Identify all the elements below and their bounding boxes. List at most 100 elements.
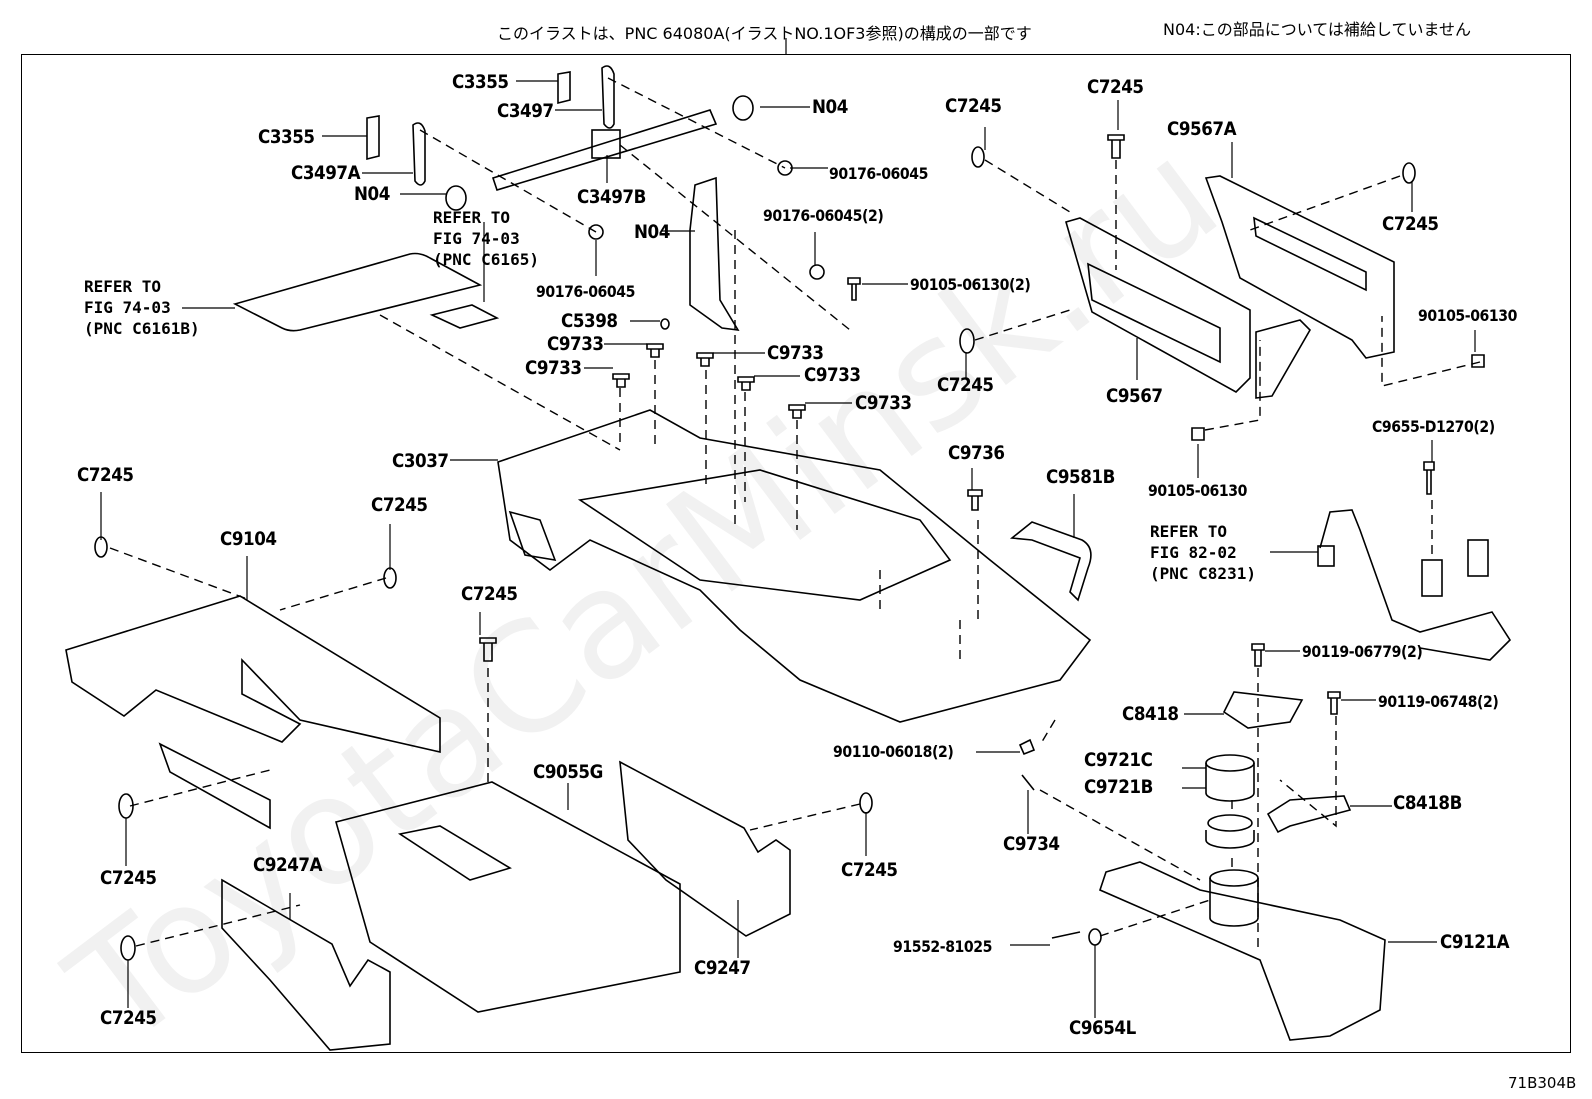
- label-c3497[interactable]: C3497: [497, 100, 554, 122]
- label-90176-06045-a[interactable]: 90176-06045: [829, 164, 928, 183]
- c3037-floor: [577, 469, 952, 601]
- label-c9733-4[interactable]: C9733: [804, 364, 861, 386]
- label-90105-06130-c[interactable]: 90105-06130: [1418, 306, 1517, 325]
- label-90105-06130-b[interactable]: 90105-06130: [1148, 481, 1247, 500]
- label-c7245-g[interactable]: C7245: [461, 583, 518, 605]
- assembly-lines: [109, 77, 1481, 948]
- mat-c6161b: [232, 252, 483, 332]
- bolt-90105-c: [1471, 354, 1485, 368]
- harness-connector: [1317, 545, 1335, 567]
- label-c9247[interactable]: C9247: [694, 957, 751, 979]
- leader-lines: [100, 80, 1476, 1018]
- label-c9734[interactable]: C9734: [1003, 833, 1060, 855]
- c9121a-base: [1099, 861, 1386, 1041]
- n04-cap-left: [445, 185, 467, 211]
- label-c9581b[interactable]: C9581B: [1046, 466, 1115, 488]
- c9736-clip: [967, 489, 983, 511]
- nut-90176-c: [588, 224, 604, 240]
- label-c9121a[interactable]: C9121A: [1440, 931, 1510, 953]
- label-c7245-j[interactable]: C7245: [100, 1007, 157, 1029]
- bolt-90110: [1018, 738, 1036, 756]
- c3497b-rail: [491, 109, 718, 191]
- label-c9567[interactable]: C9567: [1106, 385, 1163, 407]
- label-c3355-left[interactable]: C3355: [258, 126, 315, 148]
- label-90105-06130-a[interactable]: 90105-06130(2): [910, 275, 1031, 294]
- label-c9736[interactable]: C9736: [948, 442, 1005, 464]
- label-c9654l[interactable]: C9654L: [1069, 1017, 1136, 1039]
- label-n04-left[interactable]: N04: [354, 183, 390, 205]
- c9721c-body: [1205, 763, 1255, 802]
- label-c7245-d[interactable]: C7245: [937, 374, 994, 396]
- c3497-pin: [601, 65, 615, 129]
- bolt-90105-b: [1191, 427, 1205, 441]
- c9654l-washer: [1088, 928, 1102, 946]
- c9104-lower: [158, 742, 271, 830]
- label-90110-06018[interactable]: 90110-06018(2): [833, 742, 954, 761]
- label-90119-06748[interactable]: 90119-06748(2): [1378, 692, 1499, 711]
- label-c9733-5[interactable]: C9733: [855, 392, 912, 414]
- label-c8418b[interactable]: C8418B: [1393, 792, 1462, 814]
- ref-fig-74-03-c6161b: REFER TO FIG 74-03 (PNC C6161B): [84, 277, 200, 338]
- c3497b-block: [591, 129, 621, 159]
- nut-90176-b: [809, 264, 825, 280]
- label-c7245-e[interactable]: C7245: [77, 464, 134, 486]
- label-c3497a[interactable]: C3497A: [291, 162, 361, 184]
- harness-c8231: [1319, 509, 1512, 661]
- label-c9104[interactable]: C9104: [220, 528, 277, 550]
- label-n04-top[interactable]: N04: [812, 96, 848, 118]
- figure-code: 71B304B: [1508, 1074, 1577, 1092]
- c9581b-handle: [1009, 521, 1092, 602]
- c9734-pin: [1021, 774, 1035, 791]
- label-c9721c[interactable]: C9721C: [1084, 749, 1153, 771]
- n04-bracket: [689, 176, 740, 331]
- label-c7245-i[interactable]: C7245: [100, 867, 157, 889]
- label-90176-06045-b[interactable]: 90176-06045(2): [763, 206, 884, 225]
- n04-cap-top: [732, 95, 754, 121]
- c3037-tray: [497, 409, 1092, 723]
- label-c3497b[interactable]: C3497B: [577, 186, 646, 208]
- c9721c-top: [1205, 754, 1255, 772]
- ref-fig-74-03-c6165: REFER TO FIG 74-03 (PNC C6165): [433, 208, 539, 269]
- label-90176-06045-c[interactable]: 90176-06045: [536, 282, 635, 301]
- label-c7245-f[interactable]: C7245: [371, 494, 428, 516]
- label-c3355-top[interactable]: C3355: [452, 71, 509, 93]
- ref-fig-82-02-c8231: REFER TO FIG 82-02 (PNC C8231): [1150, 522, 1256, 583]
- c5398-washer: [660, 318, 670, 330]
- label-c9721b[interactable]: C9721B: [1084, 776, 1153, 798]
- bolt-c9655: [1423, 461, 1435, 495]
- relay-2: [1467, 539, 1489, 577]
- label-c7245-b[interactable]: C7245: [1087, 76, 1144, 98]
- label-c9055g[interactable]: C9055G: [533, 761, 603, 783]
- label-c7245-c[interactable]: C7245: [1382, 213, 1439, 235]
- relay-1: [1421, 559, 1443, 597]
- c9121a-post: [1209, 878, 1259, 927]
- label-n04-mid[interactable]: N04: [634, 221, 670, 243]
- label-91552-81025[interactable]: 91552-81025: [893, 937, 992, 956]
- label-c5398[interactable]: C5398: [561, 310, 618, 332]
- c3037-window: [508, 510, 557, 562]
- label-c7245-h[interactable]: C7245: [841, 859, 898, 881]
- c9247a-panel: [221, 878, 391, 1051]
- label-c9733-3[interactable]: C9733: [767, 342, 824, 364]
- c3497a-pin: [412, 122, 426, 186]
- label-c8418[interactable]: C8418: [1122, 703, 1179, 725]
- c9721b-body: [1205, 830, 1255, 849]
- c9567a-bracket: [1204, 175, 1395, 359]
- label-c3037[interactable]: C3037: [392, 450, 449, 472]
- label-c9567a[interactable]: C9567A: [1167, 118, 1237, 140]
- c9055g-console: [335, 781, 681, 1013]
- c8418-pad: [1222, 691, 1304, 729]
- c9721b-top: [1207, 814, 1253, 832]
- bolt-90119-b: [1327, 691, 1341, 715]
- label-c9733-1[interactable]: C9733: [547, 333, 604, 355]
- label-c9247a[interactable]: C9247A: [253, 854, 323, 876]
- label-c9655-d1270[interactable]: C9655-D1270(2): [1372, 417, 1495, 436]
- diagram-frame: [21, 54, 1571, 1053]
- label-c9733-2[interactable]: C9733: [525, 357, 582, 379]
- label-c7245-a[interactable]: C7245: [945, 95, 1002, 117]
- mat-c6165: [429, 304, 500, 329]
- c9567-bracket: [1065, 217, 1251, 393]
- c9567-foot: [1255, 319, 1311, 399]
- label-90119-06779[interactable]: 90119-06779(2): [1302, 642, 1423, 661]
